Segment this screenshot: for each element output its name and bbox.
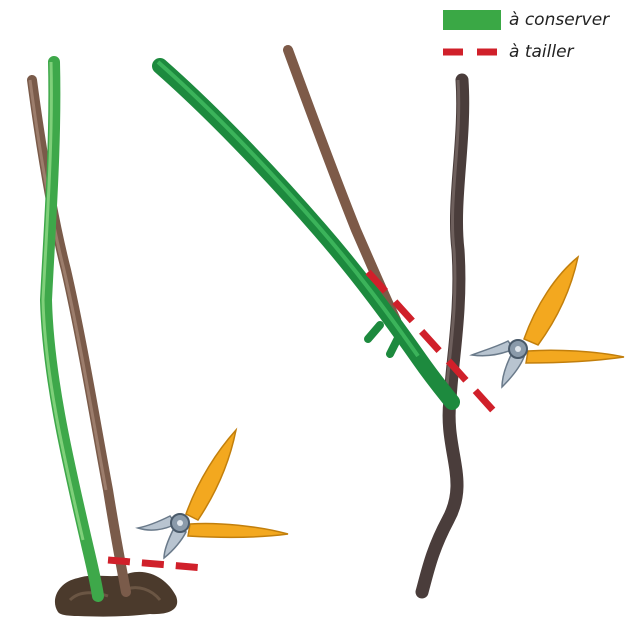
soil-lump xyxy=(55,572,177,617)
legend-label-cut: à tailler xyxy=(509,42,574,62)
pruning-shears-icon xyxy=(138,430,288,558)
legend-swatch-keep xyxy=(443,9,501,31)
branch-right-green xyxy=(160,66,452,402)
legend-item-cut: à tailler xyxy=(443,40,574,64)
pruning-shears-icon xyxy=(472,257,624,387)
branch-right-brown xyxy=(288,50,396,320)
legend-swatch-cut xyxy=(443,41,501,63)
cane-left-green xyxy=(46,62,98,596)
legend-label-keep: à conserver xyxy=(509,10,609,30)
legend-item-keep: à conserver xyxy=(443,8,609,32)
